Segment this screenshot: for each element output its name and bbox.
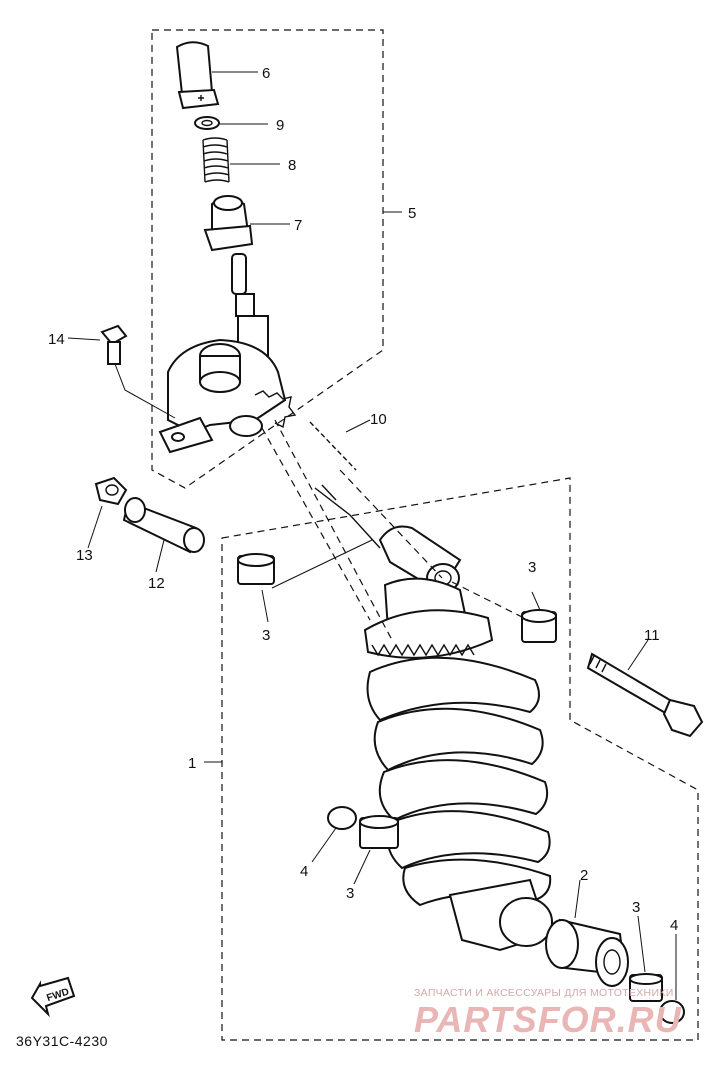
callout-12: 12 [148, 575, 165, 592]
o-ring-left [327, 806, 357, 830]
callout-4-right: 4 [670, 917, 678, 934]
fwd-arrow-icon: FWD [30, 976, 76, 1018]
adjuster-spring [202, 137, 230, 183]
callout-11: 11 [644, 627, 660, 644]
diagram-code: 36Y31C-4230 [16, 1033, 108, 1049]
callout-3-lower-left: 3 [346, 885, 354, 902]
callout-2: 2 [580, 867, 588, 884]
washer [194, 116, 220, 130]
callout-14: 14 [48, 331, 65, 348]
watermark-brand: PARTSFOR.RU [414, 999, 682, 1040]
bushing-upper-right [521, 609, 557, 643]
bushing-upper-left [237, 553, 275, 585]
callout-9: 9 [276, 117, 284, 134]
shock-absorber [314, 484, 553, 952]
bolt-11 [586, 652, 704, 738]
leader-lines [67, 71, 677, 1000]
callout-6: 6 [262, 65, 270, 82]
callout-13: 13 [76, 547, 93, 564]
callout-5: 5 [408, 205, 416, 222]
callout-3-lower-right: 3 [632, 899, 640, 916]
callout-4-left: 4 [300, 863, 308, 880]
bushing-lower-right [629, 973, 663, 1002]
collar-12 [122, 497, 205, 554]
watermark-tagline: ЗАПЧАСТИ И АКСЕССУАРЫ ДЛЯ МОТОТЕХНИКИ [414, 987, 674, 999]
callout-8: 8 [288, 157, 296, 174]
callout-3-upper-left: 3 [262, 627, 270, 644]
callout-1: 1 [188, 755, 196, 772]
o-ring-right [659, 1000, 685, 1024]
callout-7: 7 [294, 217, 302, 234]
adjuster-cap [175, 41, 220, 110]
adjuster-housing [158, 338, 297, 454]
knob-holder [203, 195, 254, 252]
group-box-shock [221, 477, 699, 1041]
group-box-adjuster [151, 29, 384, 489]
adjuster-cable [309, 421, 357, 471]
bushing-lower-left [359, 815, 399, 849]
callout-10: 10 [370, 411, 387, 428]
nut-13 [94, 476, 128, 506]
bolt-14 [100, 324, 128, 365]
lower-bushing-2 [545, 918, 629, 987]
callout-3-upper-right: 3 [528, 559, 536, 576]
